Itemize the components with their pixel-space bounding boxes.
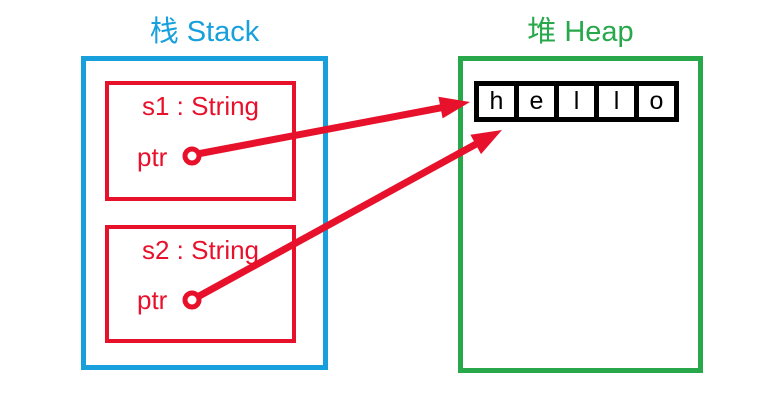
heap-cell: l bbox=[559, 86, 594, 117]
heap-cell: l bbox=[599, 86, 634, 117]
stack-frame-s1: s1 : String ptr bbox=[105, 81, 296, 201]
stack-frame-s2: s2 : String ptr bbox=[105, 225, 296, 343]
heap-cell: e bbox=[519, 86, 554, 117]
s2-ptr-label: ptr bbox=[137, 285, 168, 315]
heap-string-hello: h e l l o bbox=[474, 81, 679, 122]
s1-ptr-label: ptr bbox=[137, 142, 168, 172]
heap-cell: h bbox=[479, 86, 514, 117]
s1-label: s1 : String bbox=[141, 91, 260, 121]
heap-cell: o bbox=[639, 86, 674, 117]
s2-label: s2 : String bbox=[141, 235, 260, 265]
heap-title: 堆 Heap bbox=[527, 16, 634, 48]
stack-title: 栈 Stack bbox=[149, 16, 260, 48]
